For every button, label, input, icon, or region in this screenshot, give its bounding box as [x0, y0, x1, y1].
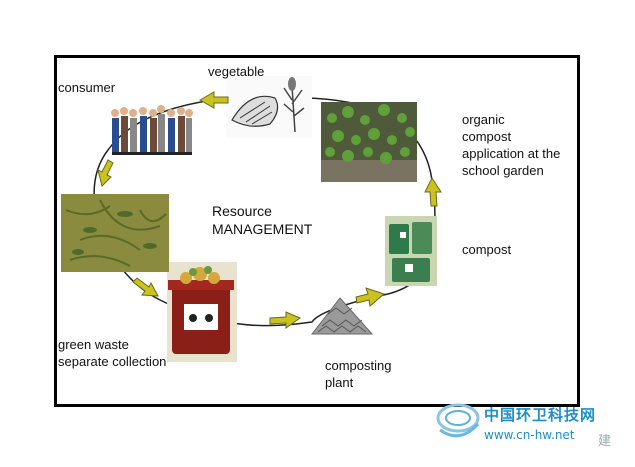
arrow-bin-to-plant — [269, 311, 302, 329]
label-green-waste: green waste separate collection — [58, 337, 167, 369]
label-consumer: consumer — [58, 80, 116, 95]
label-compost: compost — [462, 242, 512, 257]
label-resource-management: Resource MANAGEMENT — [212, 203, 313, 237]
label-vegetable: vegetable — [208, 64, 265, 79]
watermark-site-name: 中国环卫科技网 — [484, 406, 597, 424]
arrow-plant-to-compost — [355, 287, 385, 307]
watermark-logo-icon — [436, 403, 480, 438]
watermark-url: www.cn-hw.net — [484, 428, 575, 442]
compost-bags-photo — [385, 216, 437, 286]
arrow-vegetable-to-consumer — [198, 91, 229, 109]
arrow-greenwaste-to-bin — [132, 277, 159, 297]
school-garden-photo — [321, 102, 417, 182]
label-composting-plant: composting plant — [325, 358, 392, 390]
consumer-people-image — [111, 105, 193, 155]
vegetable-image — [226, 76, 312, 138]
composting-plant-heap — [310, 297, 374, 335]
arrow-consumer-to-greenwaste — [97, 159, 114, 187]
label-organic-compost: organic compost application at the schoo… — [462, 112, 561, 178]
arrow-compost-to-garden — [424, 176, 442, 207]
arrows — [97, 91, 442, 329]
watermark-char: 建 — [598, 434, 612, 449]
green-waste-bin-image — [167, 262, 237, 362]
green-waste-photo — [61, 194, 169, 272]
